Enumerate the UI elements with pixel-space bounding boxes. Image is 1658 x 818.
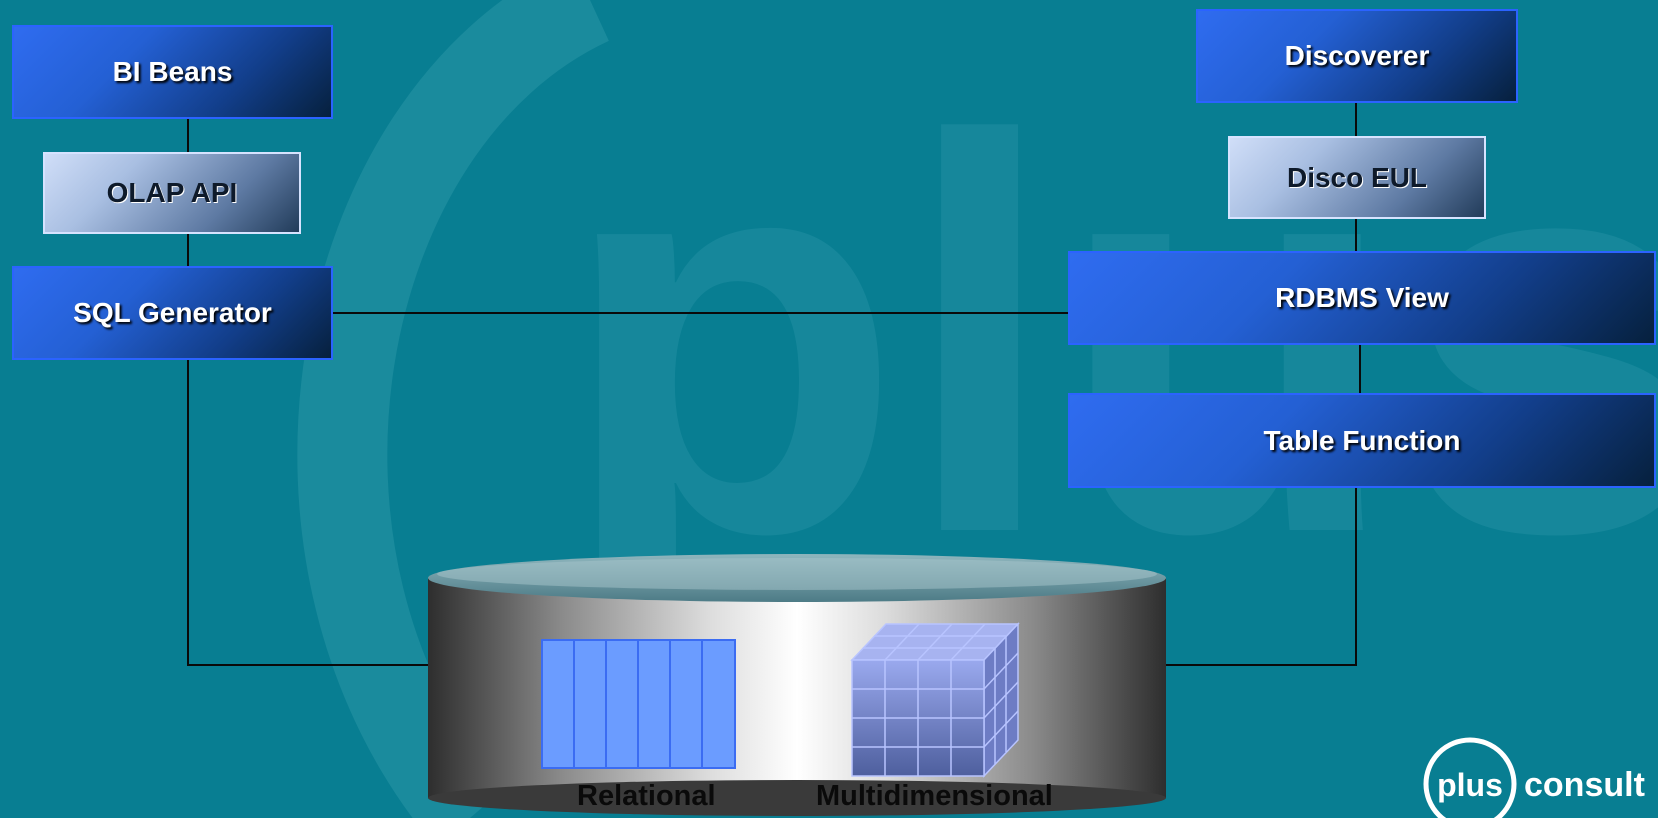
disco-eul-label: Disco EUL — [1286, 161, 1428, 193]
discoverer-box: Discoverer — [1196, 9, 1518, 103]
bi-beans-box: BI Beans — [12, 25, 333, 119]
rdbms-view-label: RDBMS View — [1275, 282, 1449, 313]
bi-beans-label: BI Beans — [112, 56, 233, 87]
olap-api-box: OLAP API — [43, 152, 301, 234]
table-function-box: Table Function — [1068, 393, 1656, 488]
sql-generator-label: SQL Generator — [73, 297, 272, 328]
sql-generator-box: SQL Generator — [12, 266, 333, 360]
discoverer-label: Discoverer — [1284, 40, 1430, 71]
plus-consult-logo: plus consult — [1423, 737, 1645, 818]
relational-label: Relational — [577, 780, 716, 812]
svg-text:consult: consult — [1524, 766, 1645, 804]
rdbms-view-box: RDBMS View — [1068, 251, 1656, 345]
multidimensional-cube-icon — [850, 622, 1020, 778]
olap-api-label: OLAP API — [106, 177, 238, 208]
relational-table-icon — [541, 639, 736, 769]
multidimensional-label: Multidimensional — [816, 780, 1053, 812]
svg-text:plus: plus — [1437, 767, 1503, 803]
disco-eul-box: Disco EUL — [1228, 136, 1486, 219]
table-function-label: Table Function — [1263, 424, 1461, 456]
